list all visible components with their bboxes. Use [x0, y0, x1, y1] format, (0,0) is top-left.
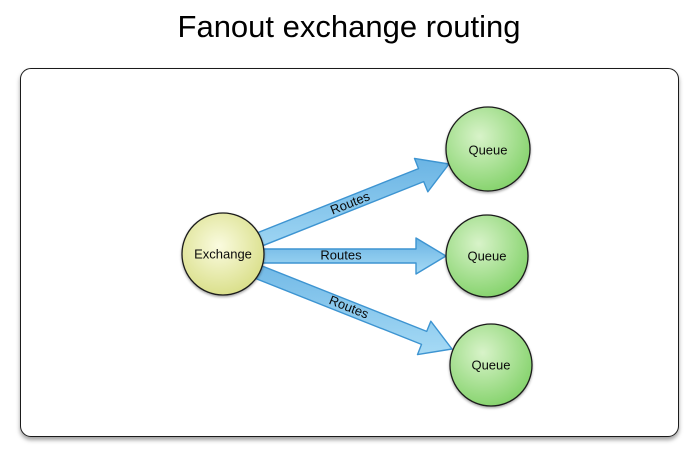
- queue-node-middle: Queue: [445, 214, 529, 298]
- queue-node-top: Queue: [445, 106, 531, 192]
- queue-label-top: Queue: [468, 143, 507, 158]
- queue-label-bottom: Queue: [471, 358, 510, 373]
- queue-label-middle: Queue: [467, 249, 506, 264]
- queue-circle-middle: [445, 214, 529, 298]
- exchange-node: Exchange: [181, 212, 265, 296]
- page-title: Fanout exchange routing: [177, 9, 521, 44]
- queue-circle-bottom: [449, 323, 533, 407]
- queue-circle-top: [445, 106, 531, 192]
- routes-label-middle: Routes: [320, 248, 362, 263]
- queue-node-bottom: Queue: [449, 323, 533, 407]
- exchange-label: Exchange: [194, 247, 252, 262]
- routes-label-top: Routes: [328, 188, 372, 217]
- exchange-circle: [181, 212, 265, 296]
- routes-label-bottom: Routes: [327, 292, 371, 321]
